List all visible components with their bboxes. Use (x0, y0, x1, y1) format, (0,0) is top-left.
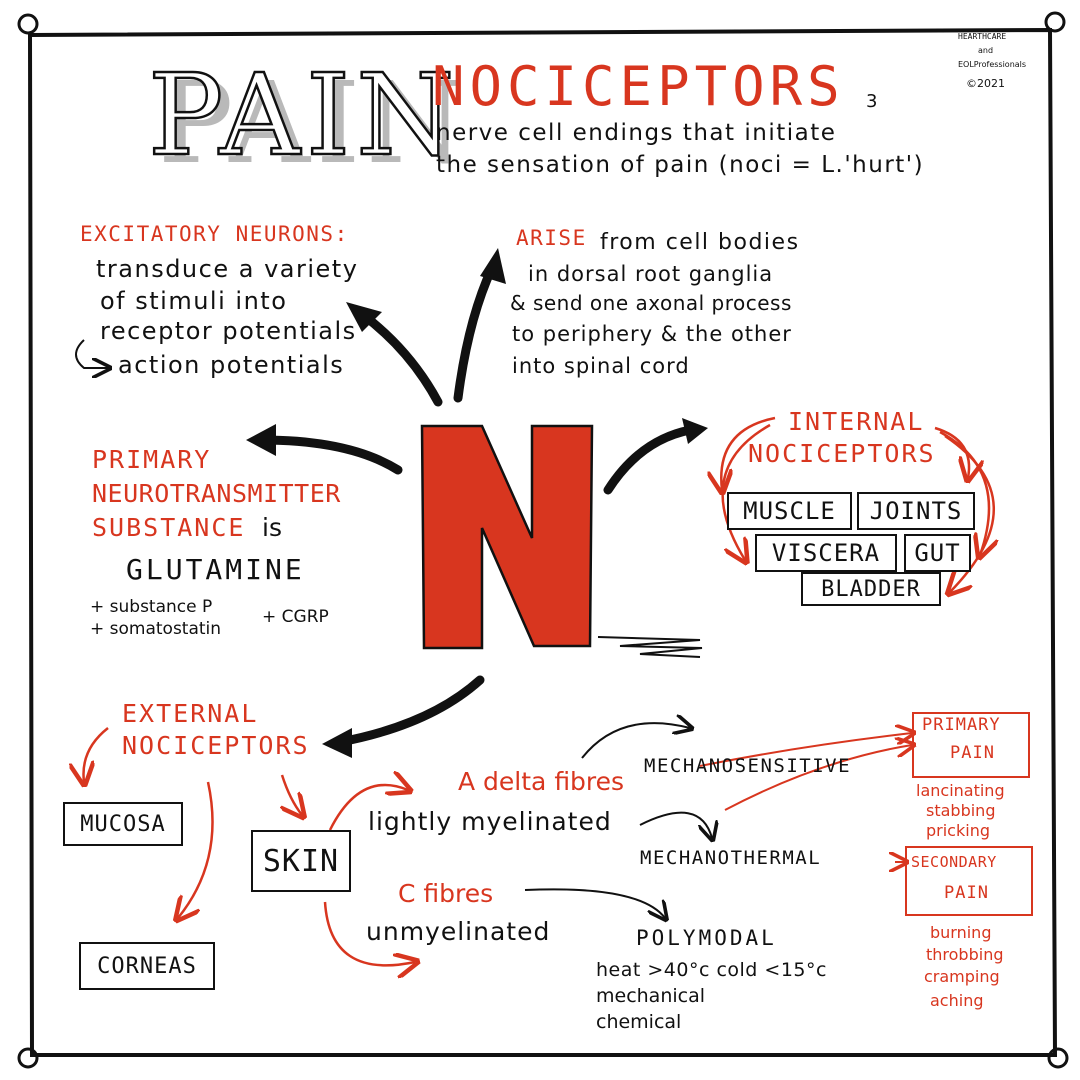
arrow-to-arise (453, 263, 497, 403)
substance-p: + substance P (90, 597, 213, 617)
arrow-to-internal (603, 425, 695, 495)
cgrp: + CGRP (262, 607, 329, 627)
neurotransmitter-line-3: SUBSTANCE (92, 513, 246, 542)
a-delta-fibres: A delta fibres (458, 767, 625, 796)
excitatory-line-4: action potentials (118, 351, 345, 379)
page-border (17, 11, 1069, 1069)
excitatory-line-2: of stimuli into (100, 287, 288, 315)
external-heading-1: EXTERNAL (122, 699, 259, 728)
polymodal-chemical: chemical (596, 1011, 682, 1033)
excitatory-line-3: receptor potentials (100, 317, 357, 345)
polymodal-mechanical: mechanical (596, 985, 706, 1007)
ground-scribble (597, 636, 703, 658)
arise-line-5: into spinal cord (512, 354, 690, 378)
c-fibres-desc: unmyelinated (366, 917, 551, 946)
title-pain: PAIN (147, 50, 461, 181)
arrow-to-excitatory (357, 309, 443, 407)
internal-box-muscle: MUSCLE (727, 492, 852, 530)
definition-line-2: the sensation of pain (noci = L.'hurt') (436, 152, 925, 178)
arise-line-3: & send one axonal process (510, 291, 792, 315)
title-pain-shadow: PAIN (158, 59, 471, 189)
polymodal: POLYMODAL (636, 926, 777, 950)
a-delta-desc: lightly myelinated (368, 807, 612, 836)
internal-box-viscera: VISCERA (755, 534, 897, 572)
primary-pain-desc-1: lancinating (916, 781, 1005, 800)
main-arrows (257, 263, 695, 747)
internal-box-joints: JOINTS (857, 492, 975, 530)
neurotransmitter-line-2: NEUROTRANSMITTER (92, 479, 341, 508)
title-number: 3 (866, 91, 878, 112)
definition-line-1: nerve cell endings that initiate (436, 120, 837, 146)
primary-pain-label-1: PRIMARY (922, 715, 1001, 735)
pain-red-arrows (699, 733, 912, 862)
glutamine: GLUTAMINE (126, 553, 305, 586)
primary-pain-label-2: PAIN (950, 743, 995, 763)
somatostatin: + somatostatin (90, 619, 222, 639)
primary-pain-box (912, 712, 1030, 778)
main-arrowheads (246, 248, 708, 758)
credit-line-2: and (978, 46, 994, 55)
external-box-corneas: CORNEAS (79, 942, 215, 990)
excitatory-line-1: transduce a variety (96, 255, 359, 283)
secondary-pain-desc-3: cramping (924, 967, 1000, 986)
c-fibres: C fibres (398, 879, 494, 908)
mechanosensitive: MECHANOSENSITIVE (644, 755, 852, 777)
arise-line-2: in dorsal root ganglia (528, 262, 774, 286)
excitatory-heading: EXCITATORY NEURONS: (80, 222, 349, 246)
internal-heading-2: NOCICEPTORS (748, 439, 936, 468)
credit-line-3: EOLProfessionals (958, 60, 1027, 69)
secondary-pain-desc-4: aching (930, 991, 984, 1010)
internal-red-arrows (721, 416, 994, 592)
arrow-to-external (335, 675, 485, 747)
external-red-arrows (84, 727, 416, 965)
arise-keyword: ARISE (516, 226, 587, 250)
arise-line-4: to periphery & the other (512, 322, 792, 346)
curl-arrow (75, 339, 108, 368)
mechanothermal: MECHANOTHERMAL (640, 847, 822, 869)
primary-pain-desc-2: stabbing (926, 801, 996, 820)
internal-box-gut: GUT (904, 534, 971, 572)
external-heading-2: NOCICEPTORS (122, 731, 310, 760)
arise-line-1: from cell bodies (600, 230, 800, 255)
arrow-to-neurotransmitter (257, 435, 403, 475)
title-nociceptors: NOCICEPTORS (432, 55, 845, 118)
internal-heading-1: INTERNAL (788, 407, 925, 436)
internal-box-bladder: BLADDER (801, 572, 941, 606)
primary-pain-desc-3: pricking (926, 821, 990, 840)
secondary-pain-box (905, 846, 1033, 916)
secondary-pain-desc-1: burning (930, 923, 992, 942)
polymodal-temps: heat >40°c cold <15°c (596, 959, 827, 981)
secondary-pain-label-2: PAIN (944, 883, 989, 903)
external-box-skin: SKIN (251, 830, 351, 892)
credit-line-1: HEARTHCARE (958, 32, 1007, 41)
center-n-shape (420, 424, 594, 650)
neurotransmitter-is: is (262, 513, 282, 542)
neurotransmitter-line-1: PRIMARY (92, 445, 212, 474)
secondary-pain-label-1: SECONDARY (911, 853, 997, 871)
secondary-pain-desc-2: throbbing (926, 945, 1004, 964)
fibre-black-arrows (524, 723, 712, 918)
credit-line-4: ©2021 (966, 77, 1005, 90)
external-box-mucosa: MUCOSA (63, 802, 183, 846)
